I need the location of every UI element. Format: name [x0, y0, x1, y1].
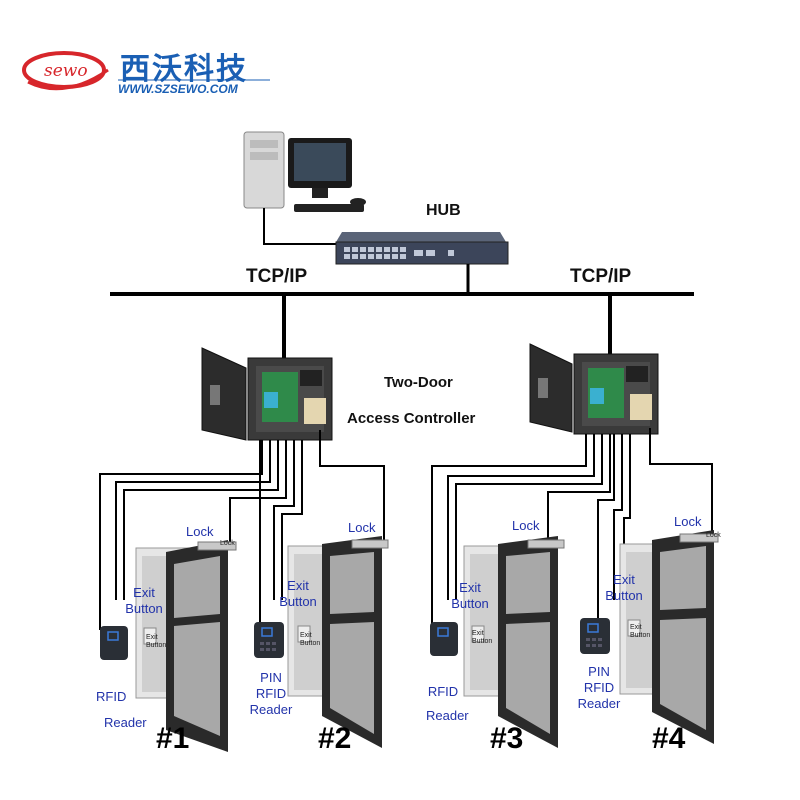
wiring-controller-2: [431, 428, 713, 630]
door-4-lock-small: Lock: [706, 532, 721, 539]
door-2-number: #2: [318, 722, 352, 755]
tcpip-label-left: TCP/IP: [246, 266, 308, 287]
access-controller-1: [201, 347, 333, 441]
door-1-lock-label: Lock: [186, 524, 214, 539]
access-controller-2: [529, 343, 659, 435]
door-1-number: #1: [156, 722, 190, 755]
door-1-lock-small: Lock: [220, 540, 235, 547]
door-4-lock-label: Lock: [674, 514, 702, 529]
tcpip-label-right: TCP/IP: [570, 266, 632, 287]
door-3-lock-label: Lock: [512, 518, 540, 533]
network-hub: [335, 232, 509, 265]
computer-icon: [243, 131, 366, 212]
door-1: [100, 540, 237, 752]
door-2: [254, 536, 389, 748]
door-3: [430, 536, 565, 748]
controller-title-line2: Access Controller: [347, 410, 476, 427]
svg-text:sewo: sewo: [44, 61, 88, 81]
door-3-number: #3: [490, 722, 524, 755]
company-url: WWW.SZSEWO.COM: [118, 82, 238, 96]
company-name: 西沃科技: [120, 52, 248, 87]
door-2-lock-label: Lock: [348, 520, 376, 535]
hub-label: HUB: [426, 202, 461, 219]
company-logo-mark: sewo: [22, 51, 109, 91]
controller-title-line1: Two-Door: [384, 374, 453, 391]
pc-cable: [263, 208, 340, 245]
door-4: [580, 530, 719, 744]
door-4-number: #4: [652, 722, 686, 755]
